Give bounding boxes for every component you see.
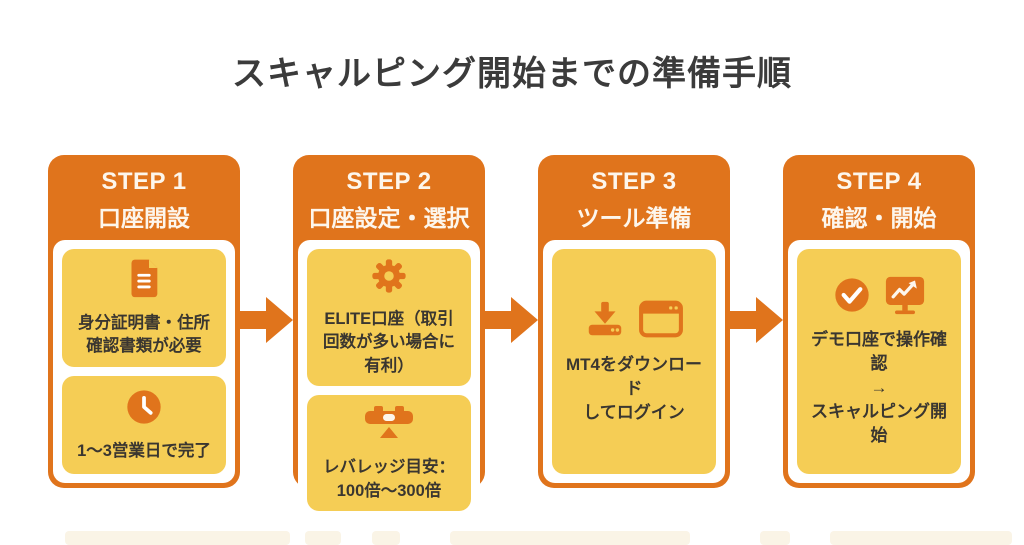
box-text-line: MT4をダウンロード xyxy=(566,354,702,398)
step-2-box-leverage: レバレッジ目安： 100倍〜300倍 xyxy=(307,395,471,512)
step-2-header: STEP 2 口座設定・選択 xyxy=(298,160,480,240)
box-text-line: デモ口座で操作確認 xyxy=(811,329,947,373)
box-text-line: 身分証明書・住所 xyxy=(78,314,210,332)
step-4-body: デモ口座で操作確認 → スキャルピング開始 xyxy=(788,240,970,483)
box-text-line: 1〜3営業日で完了 xyxy=(77,441,211,460)
bottom-cropped-box xyxy=(305,531,341,545)
step-3-label: STEP 3 xyxy=(591,167,677,195)
step-1-box-duration: 1〜3営業日で完了 xyxy=(62,375,226,474)
download-icon xyxy=(584,298,626,345)
step-1-title: 口座開設 xyxy=(98,204,190,231)
box-text-line: 100倍〜300倍 xyxy=(336,481,442,500)
step-1-label: STEP 1 xyxy=(101,167,187,195)
bottom-cropped-box xyxy=(450,531,690,545)
box-text-line: 有利） xyxy=(364,356,414,375)
step-3-header: STEP 3 ツール準備 xyxy=(543,160,725,240)
box-text-line: 回数が多い場合に xyxy=(323,333,455,352)
box-text-line: スキャルピング開始 xyxy=(811,402,947,446)
step-card-3: STEP 3 ツール準備 xyxy=(538,155,730,488)
step-2-label: STEP 2 xyxy=(346,167,432,195)
box-text-line: → xyxy=(870,377,888,397)
monitor-chart-icon xyxy=(884,275,926,320)
arrow-right-icon xyxy=(730,297,783,348)
bottom-cropped-box xyxy=(372,531,400,545)
step-3-box-mt4: MT4をダウンロード してログイン xyxy=(552,249,716,474)
step-2-body: ELITE口座（取引 回数が多い場合に 有利） xyxy=(298,240,480,521)
step-4-label: STEP 4 xyxy=(836,167,922,195)
arrow-1-2 xyxy=(240,297,293,348)
step-3-title: ツール準備 xyxy=(576,204,692,231)
level-icon xyxy=(363,403,415,448)
clock-icon xyxy=(124,387,164,432)
browser-window-icon xyxy=(638,300,684,343)
document-icon xyxy=(124,257,164,304)
step-4-title: 確認・開始 xyxy=(821,204,937,231)
step-card-2: STEP 2 口座設定・選択 xyxy=(293,155,485,521)
bottom-cropped-box xyxy=(830,531,1012,545)
box-text-line: してログイン xyxy=(583,403,685,423)
box-text-line: 確認書類が必要 xyxy=(86,337,202,356)
step-1-header: STEP 1 口座開設 xyxy=(53,160,235,240)
arrow-right-icon xyxy=(485,297,538,348)
bottom-cropped-box xyxy=(760,531,790,545)
arrow-right-icon xyxy=(240,297,293,348)
step-2-title: 口座設定・選択 xyxy=(308,204,470,231)
box-text-line: レバレッジ目安： xyxy=(323,458,455,477)
arrow-3-4 xyxy=(730,297,783,348)
step-card-4: STEP 4 確認・開始 xyxy=(783,155,975,488)
step-2-box-account-type: ELITE口座（取引 回数が多い場合に 有利） xyxy=(307,249,471,387)
arrow-2-3 xyxy=(485,297,538,348)
step-card-1: STEP 1 口座開設 身分証明書 xyxy=(48,155,240,488)
step-1-body: 身分証明書・住所 確認書類が必要 1〜3営業日で完了 xyxy=(53,240,235,483)
step-4-box-demo: デモ口座で操作確認 → スキャルピング開始 xyxy=(797,249,961,474)
page-title: スキャルピング開始までの準備手順 xyxy=(232,55,792,93)
bottom-cropped-box xyxy=(65,531,290,545)
gear-icon xyxy=(370,257,408,300)
box-text-line: ELITE口座（取引 xyxy=(324,310,454,328)
step-3-body: MT4をダウンロード してログイン xyxy=(543,240,725,483)
steps-flow: STEP 1 口座開設 身分証明書 xyxy=(48,155,976,521)
check-circle-icon xyxy=(832,275,872,320)
step-1-box-documents: 身分証明書・住所 確認書類が必要 xyxy=(62,249,226,367)
step-4-header: STEP 4 確認・開始 xyxy=(788,160,970,240)
